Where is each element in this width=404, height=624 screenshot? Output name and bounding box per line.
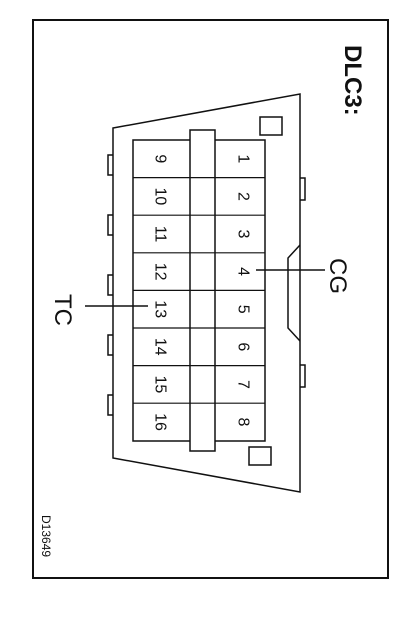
connector-housing-outline: [112, 93, 301, 493]
pins-row-9-16: 9 10 11 12 13 14 15 16: [152, 154, 169, 431]
pin-3: 3: [235, 230, 252, 239]
pin-1: 1: [235, 154, 252, 163]
figure-reference-code: D13649: [39, 515, 53, 557]
pin-row-separators: [133, 177, 265, 404]
pin-12: 12: [152, 263, 169, 281]
pin-11: 11: [152, 226, 169, 243]
housing-left-tabs: [107, 154, 113, 416]
locator-tab-top: [259, 116, 283, 136]
pin-4: 4: [235, 267, 252, 276]
connector-title: DLC3:: [339, 45, 366, 116]
housing-right-tabs: [300, 177, 306, 388]
pin-15: 15: [152, 376, 169, 394]
housing-key-notch: [287, 244, 301, 342]
tc-label: TC: [49, 294, 76, 326]
locator-tab-bottom: [248, 446, 272, 466]
pin-14: 14: [152, 338, 169, 356]
pin-8: 8: [235, 418, 252, 427]
pin-10: 10: [152, 188, 169, 206]
pin-5: 5: [235, 305, 252, 314]
pins-row-1-8: 1 2 3 4 5 6 7 8: [235, 154, 252, 426]
pin-13: 13: [152, 300, 169, 318]
pin-6: 6: [235, 342, 252, 351]
pin-2: 2: [235, 192, 252, 201]
pin-7: 7: [235, 380, 252, 389]
diagram-frame: [32, 19, 389, 579]
pin-9: 9: [152, 154, 169, 163]
cg-label: CG: [324, 258, 351, 294]
pin-16: 16: [152, 413, 169, 431]
